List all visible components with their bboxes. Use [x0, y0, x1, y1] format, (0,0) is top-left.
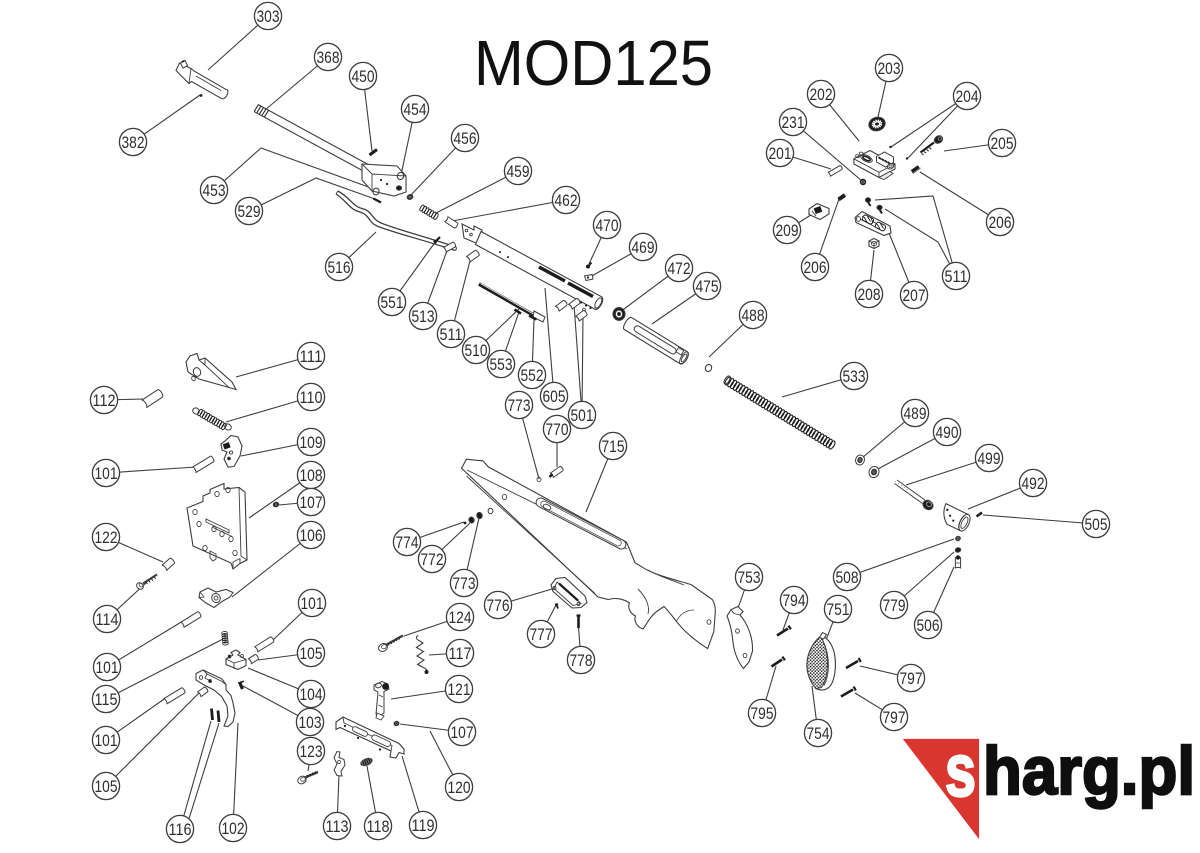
svg-text:s: s [945, 729, 976, 812]
svg-text:MOD125: MOD125 [474, 27, 713, 99]
svg-text:113: 113 [326, 818, 349, 836]
svg-text:115: 115 [95, 691, 118, 709]
svg-text:753: 753 [738, 569, 761, 587]
svg-text:202: 202 [810, 86, 833, 104]
svg-text:505: 505 [1085, 516, 1108, 534]
svg-text:101: 101 [96, 659, 119, 677]
svg-text:205: 205 [991, 135, 1014, 153]
svg-text:208: 208 [858, 286, 881, 304]
svg-text:510: 510 [465, 342, 488, 360]
svg-text:605: 605 [543, 388, 566, 406]
svg-text:529: 529 [238, 203, 261, 221]
svg-text:203: 203 [878, 60, 901, 78]
svg-text:553: 553 [490, 356, 513, 374]
svg-text:109: 109 [300, 434, 323, 452]
svg-text:453: 453 [203, 182, 226, 200]
svg-text:122: 122 [95, 529, 118, 547]
svg-text:201: 201 [769, 145, 792, 163]
svg-text:779: 779 [883, 597, 906, 615]
svg-text:111: 111 [300, 348, 323, 366]
svg-text:105: 105 [300, 645, 323, 663]
svg-text:124: 124 [449, 609, 472, 627]
svg-text:107: 107 [451, 724, 474, 742]
svg-text:794: 794 [783, 592, 806, 610]
svg-text:107: 107 [300, 494, 323, 512]
svg-text:499: 499 [978, 450, 1001, 468]
svg-text:552: 552 [521, 367, 544, 385]
svg-text:454: 454 [404, 101, 427, 119]
svg-text:778: 778 [570, 652, 593, 670]
svg-text:770: 770 [546, 421, 569, 439]
svg-text:231: 231 [782, 114, 805, 132]
svg-text:475: 475 [696, 278, 719, 296]
svg-text:209: 209 [776, 222, 799, 240]
svg-text:551: 551 [381, 294, 404, 312]
svg-text:501: 501 [571, 407, 594, 425]
svg-text:462: 462 [555, 192, 578, 210]
svg-text:101: 101 [301, 595, 324, 613]
svg-text:101: 101 [95, 465, 118, 483]
svg-text:123: 123 [300, 743, 323, 761]
svg-text:516: 516 [328, 259, 351, 277]
svg-text:108: 108 [300, 467, 323, 485]
svg-text:490: 490 [936, 424, 959, 442]
svg-text:489: 489 [904, 405, 927, 423]
svg-text:776: 776 [487, 597, 510, 615]
svg-text:117: 117 [449, 645, 472, 663]
svg-text:797: 797 [883, 709, 906, 727]
svg-text:777: 777 [530, 626, 553, 644]
svg-text:450: 450 [352, 68, 375, 86]
svg-text:harg.pl: harg.pl [983, 733, 1195, 809]
svg-text:472: 472 [668, 260, 691, 278]
svg-text:508: 508 [836, 569, 859, 587]
svg-text:795: 795 [751, 705, 774, 723]
svg-text:114: 114 [96, 611, 119, 629]
svg-text:715: 715 [602, 438, 625, 456]
svg-text:102: 102 [222, 820, 245, 838]
svg-text:103: 103 [299, 714, 322, 732]
svg-text:116: 116 [169, 821, 192, 839]
svg-text:511: 511 [440, 326, 463, 344]
svg-text:506: 506 [917, 617, 940, 635]
svg-text:119: 119 [412, 817, 435, 835]
svg-text:206: 206 [989, 214, 1012, 232]
svg-text:106: 106 [300, 527, 323, 545]
svg-text:120: 120 [448, 779, 471, 797]
svg-text:206: 206 [804, 259, 827, 277]
svg-text:303: 303 [257, 8, 280, 26]
svg-text:204: 204 [956, 88, 979, 106]
svg-text:382: 382 [122, 134, 145, 152]
svg-text:112: 112 [93, 392, 116, 410]
svg-text:368: 368 [317, 49, 340, 67]
svg-text:101: 101 [95, 732, 118, 750]
svg-text:118: 118 [367, 818, 390, 836]
svg-text:488: 488 [742, 307, 765, 325]
svg-text:533: 533 [843, 368, 866, 386]
svg-text:772: 772 [421, 551, 444, 569]
svg-text:470: 470 [596, 217, 619, 235]
svg-text:459: 459 [507, 163, 530, 181]
svg-text:121: 121 [448, 681, 471, 699]
svg-text:110: 110 [300, 389, 323, 407]
svg-text:105: 105 [95, 778, 118, 796]
svg-text:773: 773 [453, 575, 476, 593]
svg-text:456: 456 [454, 130, 477, 148]
svg-text:469: 469 [632, 239, 655, 257]
svg-text:773: 773 [508, 397, 531, 415]
svg-text:511: 511 [945, 268, 968, 286]
svg-text:513: 513 [412, 308, 435, 326]
svg-text:104: 104 [300, 686, 323, 704]
svg-text:492: 492 [1022, 475, 1045, 493]
svg-text:751: 751 [827, 601, 850, 619]
svg-text:207: 207 [903, 287, 926, 305]
svg-text:754: 754 [807, 725, 830, 743]
svg-text:797: 797 [900, 670, 923, 688]
svg-text:774: 774 [396, 534, 419, 552]
